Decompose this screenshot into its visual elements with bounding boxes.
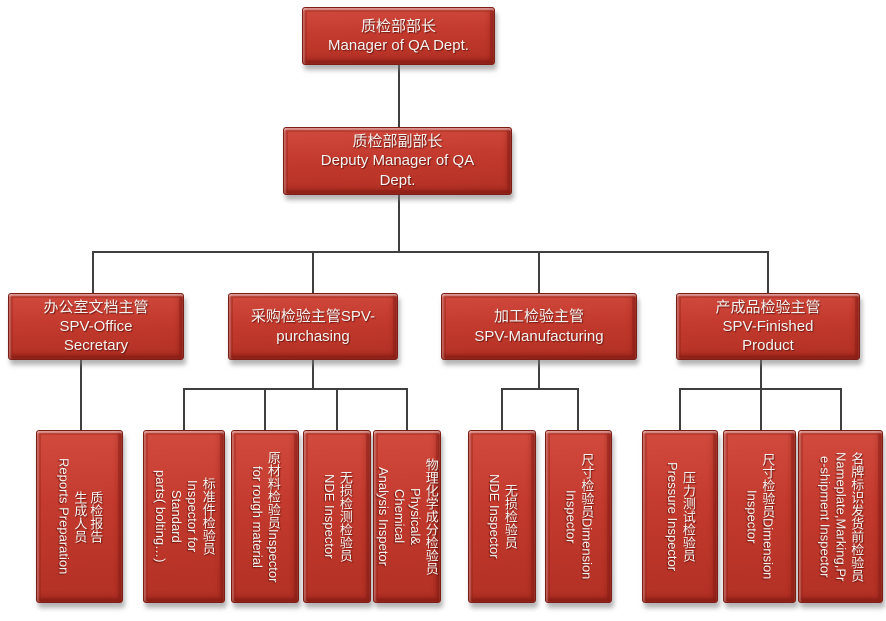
org-node-spv-manufacturing: 加工检验主管 SPV-Manufacturing [441,293,637,360]
connector-line [92,251,769,253]
org-node-deputy-manager-label: 质检部副部长 Deputy Manager of QA Dept. [320,133,475,189]
connector-line [538,251,540,293]
connector-line [406,388,408,430]
org-node-standard-parts-inspector-label: 标准件检验员 Inspector for Standard parts( bol… [153,470,216,563]
org-node-reports-preparation: 质检报告 生成人员 Reports Preparation [36,430,123,603]
org-node-manager-label: 质检部部长 Manager of QA Dept. [328,17,469,54]
connector-line [538,360,540,389]
connector-line [398,195,400,252]
org-node-pressure-inspector: 压力测试检验员 Pressure Inspector [642,430,718,603]
connector-line [679,388,842,390]
org-node-reports-preparation-label: 质检报告 生成人员 Reports Preparation [56,458,104,575]
connector-line [183,388,185,430]
connector-line [767,251,769,293]
org-node-spv-finished-product-label: 产成品检验主管 SPV-Finished Product [715,298,821,355]
org-node-rough-material-inspector-label: 原材料检验员Inspector for rough material [250,450,281,583]
connector-line [679,388,681,430]
org-node-rough-material-inspector: 原材料检验员Inspector for rough material [231,430,299,603]
org-node-spv-purchasing: 采购检验主管SPV- purchasing [228,293,398,360]
connector-line [501,388,503,430]
connector-line [577,388,579,430]
connector-line [80,360,82,430]
org-node-physical-chemical-inspector-label: 物理化学成分检验员 Physical& Chemical Analysis In… [376,458,439,575]
org-node-dimension-inspector-manufacturing-label: 尺寸检验员Dimension Inspector [563,453,595,580]
connector-line [398,65,400,128]
org-node-dimension-inspector-finished: 尺寸检验员Dimension Inspector [723,430,796,603]
org-node-nameplate-preshipment-inspector-label: 名牌标识发货前检验员 Nameplate,Marking,Pr e-shipme… [817,451,865,582]
org-node-dimension-inspector-manufacturing: 尺寸检验员Dimension Inspector [545,430,612,603]
connector-line [760,360,762,430]
org-node-spv-office-label: 办公室文档主管 SPV-Office Secretary [43,298,149,355]
org-node-spv-finished-product: 产成品检验主管 SPV-Finished Product [676,293,860,360]
org-node-standard-parts-inspector: 标准件检验员 Inspector for Standard parts( bol… [143,430,225,603]
org-node-spv-purchasing-label: 采购检验主管SPV- purchasing [250,308,376,345]
org-node-spv-manufacturing-label: 加工检验主管 SPV-Manufacturing [474,308,604,345]
org-node-nde-inspector-manufacturing-label: 无损检验员 NDE Inspector [487,474,518,559]
org-node-spv-office: 办公室文档主管 SPV-Office Secretary [8,293,184,360]
connector-line [264,388,266,430]
org-node-nde-inspector-manufacturing: 无损检验员 NDE Inspector [468,430,536,603]
connector-line [183,388,408,390]
org-node-physical-chemical-inspector: 物理化学成分检验员 Physical& Chemical Analysis In… [373,430,441,603]
org-node-dimension-inspector-finished-label: 尺寸检验员Dimension Inspector [744,453,776,580]
connector-line [92,251,94,293]
connector-line [312,251,314,293]
connector-line [312,360,314,389]
org-node-deputy-manager: 质检部副部长 Deputy Manager of QA Dept. [283,127,512,195]
connector-line [336,388,338,430]
org-node-pressure-inspector-label: 压力测试检验员 Pressure Inspector [665,461,696,572]
org-node-nde-inspector-purchasing: 无损检测检验员 NDE Inspector [303,430,371,603]
org-node-nde-inspector-purchasing-label: 无损检测检验员 NDE Inspector [322,471,353,562]
org-node-nameplate-preshipment-inspector: 名牌标识发货前检验员 Nameplate,Marking,Pr e-shipme… [798,430,883,603]
connector-line [501,388,579,390]
org-node-manager: 质检部部长 Manager of QA Dept. [302,7,495,65]
connector-line [840,388,842,430]
